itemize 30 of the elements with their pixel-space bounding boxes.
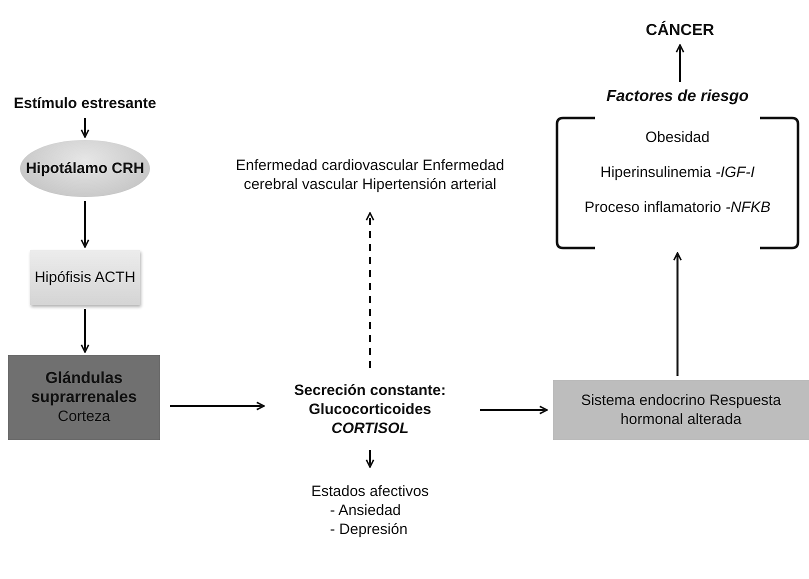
adrenal-gland-box <box>8 355 160 440</box>
arrow <box>80 309 90 353</box>
dashed-arrow <box>366 212 374 368</box>
bracket-heading: Factores de riesgo <box>606 87 749 107</box>
box-label: Hipófisis ACTH <box>34 268 136 287</box>
risk-factor: Obesidad <box>645 128 710 147</box>
ellipse-label: Hipotálamo CRH <box>26 159 144 178</box>
arrow <box>676 44 684 82</box>
cancer-label: CÁNCER <box>620 18 740 42</box>
secretion-heading: Secreción constante: Glucocorticoides <box>293 380 447 418</box>
stimulus-label: Estímulo estresante <box>5 92 165 114</box>
arrow <box>480 406 548 414</box>
box-heading: Glándulas suprarrenales <box>30 369 138 407</box>
arrow <box>80 118 90 138</box>
box-label: Sistema endocrino Respuesta hormonal alterada <box>580 391 782 429</box>
box-subtitle: Corteza <box>58 407 110 426</box>
pituitary-box <box>30 250 140 305</box>
endocrine-system-box <box>553 380 809 440</box>
arrow <box>366 450 374 468</box>
arrow <box>673 252 682 376</box>
list-item: - Depresión <box>329 520 408 538</box>
risk-factor: Proceso inflamatorio -NFKB <box>584 198 770 217</box>
arrow <box>170 402 265 410</box>
risk-factor: Hiperinsulinemia -IGF-I <box>600 163 755 182</box>
disease-list: Enfermedad cardiovascular Enfermedad cerebral vascular Hipertensión arterial <box>225 140 515 210</box>
arrow <box>80 201 90 248</box>
list-heading: Estados afectivos <box>311 482 429 500</box>
list-item: - Ansiedad <box>329 500 401 520</box>
risk-factor-bracket <box>555 86 800 250</box>
hormone-label: CORTISOL <box>331 418 409 438</box>
